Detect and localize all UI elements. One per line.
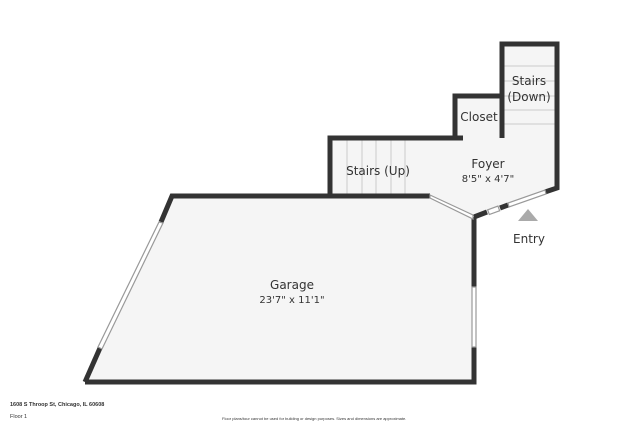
- stairs-down-treads: [504, 65, 555, 125]
- stairs-down-floor: [502, 44, 557, 138]
- stairs-up-treads: [346, 140, 406, 194]
- entry-arrow-icon: [518, 209, 538, 221]
- foyer-dimensions: 8'5" x 4'7": [462, 174, 514, 185]
- walls: [82, 41, 560, 385]
- stairs-down-label-2: (Down): [507, 90, 550, 104]
- garage-label: Garage: [270, 278, 314, 292]
- garage-floor: [85, 196, 474, 382]
- stairs-up-label: Stairs (Up): [346, 164, 410, 178]
- closet-floor: [455, 96, 502, 138]
- disclaimer: Floor plans/tour cannot be used for buil…: [222, 416, 407, 421]
- foyer-label: Foyer: [471, 157, 504, 171]
- stairs-down-label-1: Stairs: [512, 74, 546, 88]
- windows: [97, 189, 547, 350]
- entry-label: Entry: [513, 232, 545, 246]
- garage-dimensions: 23'7" x 11'1": [259, 295, 324, 306]
- floor-label: Floor 1: [10, 414, 28, 420]
- closet-label: Closet: [460, 110, 498, 124]
- address: 1608 S Throop St, Chicago, IL 60608: [10, 402, 105, 408]
